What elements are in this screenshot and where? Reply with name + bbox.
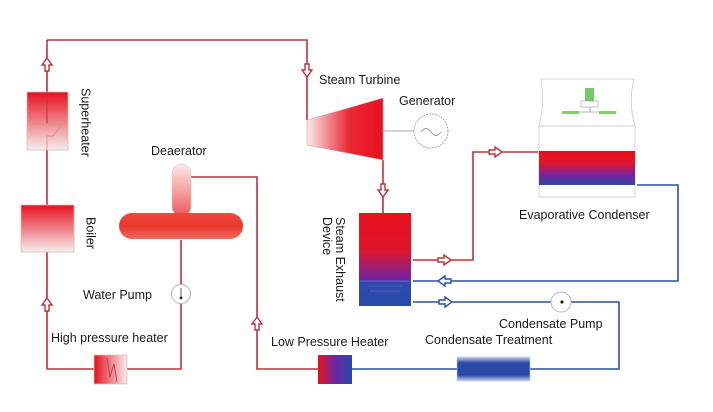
steam-exhaust-device-label: Steam Exhaust Device (320, 217, 347, 302)
high-pressure-heater (93, 354, 128, 385)
condenser-return-pipe (413, 184, 679, 282)
flow-arrow-up-icon (40, 56, 54, 72)
main-steam-pipe (47, 39, 308, 120)
generator-label: Generator (399, 94, 456, 108)
condensate-pump-label: Condensate Pump (499, 317, 603, 331)
superheater-label: Superheater (78, 88, 93, 157)
flow-arrow-right-icon (438, 295, 454, 309)
steam-turbine (306, 97, 384, 161)
condensate-pipes (350, 184, 679, 370)
pump-to-hph-pipe (127, 240, 182, 370)
flow-arrow-up-icon (250, 315, 264, 331)
superheater (26, 91, 69, 151)
evaporative-condenser-label: Evaporative Condenser (519, 208, 650, 222)
flow-arrow-down-icon (376, 183, 390, 199)
low-pressure-heater (318, 355, 352, 384)
deaerator-label: Deaerator (151, 144, 207, 158)
boiler-label: Boiler (83, 217, 98, 249)
water-pump (171, 284, 191, 304)
flow-arrows (40, 56, 504, 331)
condensate-outlet-pipe (413, 301, 620, 370)
flow-arrow-right-icon (488, 145, 504, 159)
condensate-pump (550, 291, 572, 313)
exhaust-to-condenser-pipe (413, 151, 538, 261)
boiler (20, 204, 75, 253)
condensate-treatment-label: Condensate Treatment (425, 333, 553, 347)
steam-turbine-label: Steam Turbine (319, 73, 401, 87)
deaerator (119, 163, 243, 239)
fan-icon (562, 88, 616, 114)
water-pump-label: Water Pump (83, 288, 153, 302)
evaporative-condenser (538, 78, 636, 198)
flow-arrow-left-icon (436, 274, 452, 288)
hph-to-boiler-pipe (46, 252, 94, 370)
steam-exhaust-device (359, 213, 411, 306)
flow-arrow-down-icon (300, 63, 314, 79)
condensate-treatment (456, 356, 531, 382)
low-pressure-heater-label: Low Pressure Heater (271, 335, 389, 349)
steam-pipes (46, 39, 538, 370)
high-pressure-heater-label: High pressure heater (51, 331, 168, 345)
generator (383, 113, 449, 149)
lph-to-deaerator-pipe (190, 176, 318, 370)
flow-arrow-up-icon (40, 296, 54, 312)
flow-arrow-right-icon (437, 253, 453, 267)
